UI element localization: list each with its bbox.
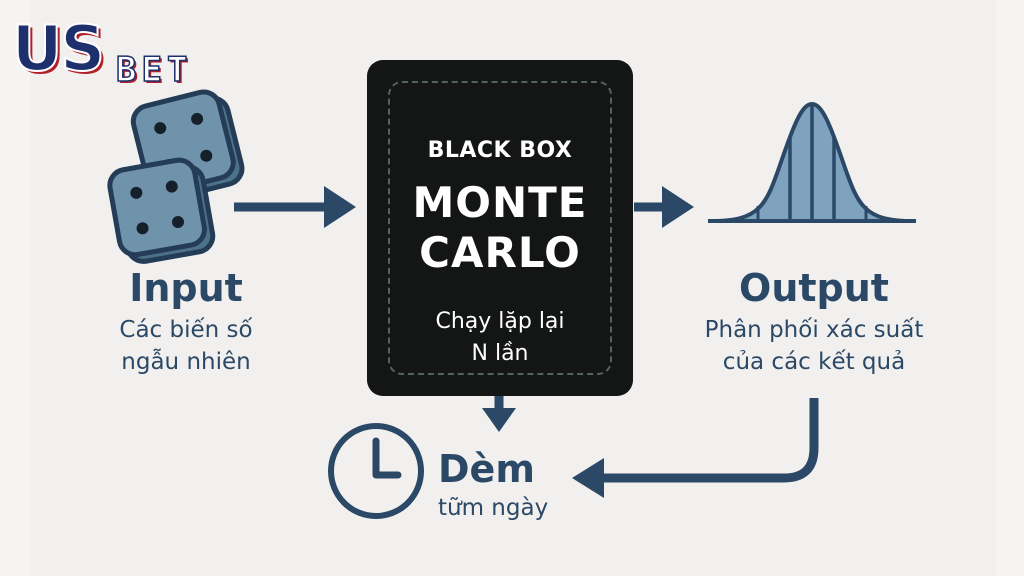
input-caption-line2: ngẫu nhiên	[121, 349, 251, 375]
output-caption: Phân phối xác suất của các kết quả	[674, 314, 954, 378]
arrow-box-to-output	[634, 186, 694, 228]
monte-carlo-black-box: BLACK BOX MONTE CARLO Chạy lặp lại N lần	[367, 60, 633, 396]
output-caption-line1: Phân phối xác suất	[704, 317, 924, 343]
input-caption-line1: Các biến số	[119, 317, 253, 343]
black-box-title: MONTE CARLO	[367, 178, 633, 278]
output-title: Output	[739, 266, 889, 310]
dice-icon	[107, 89, 245, 264]
usbet-logo[interactable]: US BET	[11, 12, 212, 90]
black-box-title-line2: CARLO	[419, 228, 581, 277]
time-caption: tữm ngày	[438, 495, 549, 521]
black-box-note-line2: N lần	[471, 341, 529, 366]
logo-bet-text: BET	[115, 50, 193, 90]
arrow-box-down	[482, 396, 516, 432]
output-caption-line2: của các kết quả	[722, 349, 906, 375]
arrow-input-to-box	[234, 186, 356, 228]
clock-icon	[328, 423, 424, 519]
bell-curve-icon	[708, 102, 916, 223]
black-box-label: BLACK BOX	[427, 138, 573, 163]
black-box-dashed-border	[388, 81, 612, 375]
time-title: Dèm	[438, 447, 535, 491]
input-caption: Các biến số ngẫu nhiên	[66, 314, 306, 378]
black-box-note: Chạy lặp lại N lần	[367, 306, 633, 370]
black-box-title-line1: MONTE	[412, 178, 588, 227]
logo-us-text: US	[11, 12, 106, 85]
arrow-output-to-time	[572, 398, 819, 498]
input-title: Input	[129, 266, 243, 310]
black-box-note-line1: Chạy lặp lại	[435, 309, 565, 334]
